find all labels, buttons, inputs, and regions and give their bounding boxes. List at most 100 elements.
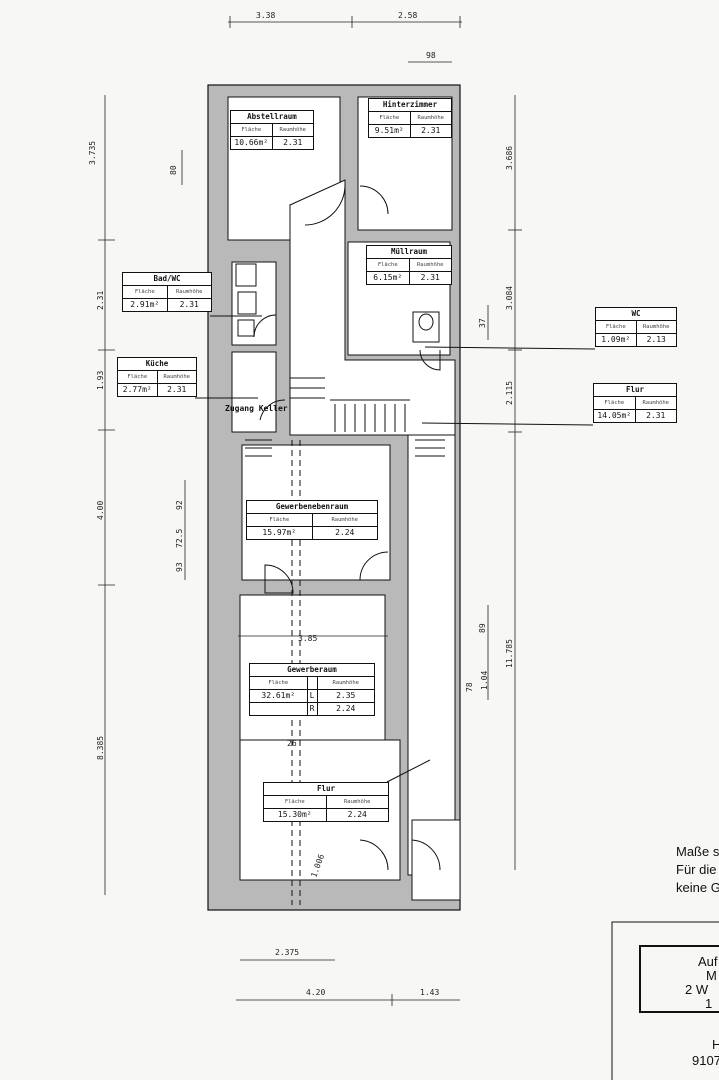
- dimension-label: 89: [478, 623, 487, 633]
- area-header: Fläche: [247, 514, 313, 526]
- title-line-2: M: [706, 968, 717, 983]
- room-name: Müllraum: [367, 246, 451, 259]
- dimension-texts: 3.38 2.58 98 3.735 80 2.31 1.93 4.00 92 72.5 93 8.3…: [88, 11, 514, 997]
- height-header: Raumhöhe: [331, 517, 359, 523]
- title-line-6: 9107: [692, 1053, 719, 1068]
- room-name: Hinterzimmer: [369, 99, 451, 112]
- title-line-1: Auf: [698, 954, 718, 969]
- room-name: Gewerbenebenraum: [247, 501, 377, 514]
- title-line-3: 2 W: [685, 982, 709, 997]
- height-value: 2.24: [347, 810, 367, 819]
- dimension-label: 11.785: [505, 639, 514, 668]
- room-name: Abstellraum: [231, 111, 313, 124]
- room-name: Gewerberaum: [250, 664, 374, 677]
- sanitary-fixtures: [235, 263, 440, 343]
- room-name: WC: [596, 308, 676, 321]
- height-header: Raumhöhe: [417, 115, 445, 121]
- height-header: Raumhöhe: [417, 262, 444, 268]
- height-value: 2.31: [420, 273, 440, 282]
- height-value: 2.13: [646, 335, 666, 344]
- dimension-label: 1.43: [420, 988, 439, 997]
- height-header: Raumhöhe: [163, 374, 191, 380]
- dimension-label: 3.084: [505, 286, 514, 310]
- area-value: 14.05m²: [594, 410, 636, 422]
- area-header: Fläche: [594, 397, 636, 409]
- room-name: Flur: [264, 783, 388, 796]
- height-value: 2.31: [646, 411, 666, 420]
- dimension-label: 2.375: [275, 948, 299, 957]
- height-header: Raumhöhe: [332, 680, 360, 686]
- area-header: Fläche: [264, 796, 327, 808]
- area-value: 6.15m²: [367, 272, 410, 284]
- dimension-label: 37: [478, 318, 487, 328]
- area-header: Fläche: [123, 286, 168, 298]
- area-header: Fläche: [250, 677, 308, 689]
- area-header: Fläche: [596, 321, 637, 333]
- height-value: 2.24: [335, 528, 355, 537]
- room-name: Bad/WC: [123, 273, 211, 286]
- dimension-label: 2.58: [398, 11, 417, 20]
- area-header: Fläche: [369, 112, 411, 124]
- height-header: Raumhöhe: [279, 127, 307, 133]
- height-value: 2.31: [421, 126, 441, 135]
- height-header: Raumhöhe: [642, 400, 670, 406]
- dimension-label: 92: [175, 500, 184, 510]
- area-value: 15.30m²: [264, 809, 327, 821]
- dimension-label: 4.20: [306, 988, 325, 997]
- height-value: 2.31: [283, 138, 303, 147]
- dimension-label: 78: [465, 682, 474, 692]
- area-value: 2.77m²: [118, 384, 158, 396]
- dimension-label: 80: [169, 165, 178, 175]
- area-header: Fläche: [118, 371, 158, 383]
- note-line-1: Maße s: [676, 844, 719, 859]
- area-value: 32.61m²: [250, 690, 308, 702]
- dimension-label: 4.00: [96, 501, 105, 520]
- height-value: 2.31: [167, 385, 187, 394]
- leader-lines: [195, 315, 596, 783]
- dimension-label: 26: [287, 739, 297, 748]
- area-value: 9.51m²: [369, 125, 411, 137]
- room-name: Flur: [594, 384, 676, 397]
- height-value-right: 2.24: [336, 704, 356, 713]
- area-value: 1.09m²: [596, 334, 637, 346]
- area-value: 2.91m²: [123, 299, 168, 311]
- title-line-5: H: [712, 1037, 719, 1052]
- dimension-label: 3.85: [298, 634, 317, 643]
- dimension-label: 1.04: [480, 671, 489, 690]
- stairs: [245, 377, 445, 457]
- dimension-label: 93: [175, 562, 184, 572]
- title-line-4: 1: [705, 996, 713, 1011]
- dimension-label: 1.93: [96, 371, 105, 390]
- height-header: Raumhöhe: [643, 324, 670, 330]
- dimension-label: 98: [426, 51, 436, 60]
- area-header: Fläche: [367, 259, 410, 271]
- note-line-3: keine G: [676, 880, 719, 895]
- dimension-lines: [98, 16, 522, 1006]
- note-line-2: Für die: [676, 862, 717, 877]
- dimension-label: 8.385: [96, 736, 105, 760]
- height-value: 2.31: [179, 300, 199, 309]
- height-header: Raumhöhe: [344, 799, 371, 805]
- title-block-frame: [611, 921, 719, 1080]
- rooms-interior: [227, 96, 461, 901]
- dimension-label: 72.5: [175, 529, 184, 548]
- dimension-label: 2.31: [96, 291, 105, 310]
- area-value: 15.97m²: [247, 527, 313, 539]
- dimension-label: 3.686: [505, 146, 514, 170]
- area-header: Fläche: [231, 124, 273, 136]
- dimension-label: 2.115: [505, 381, 514, 405]
- dimension-label: 3.735: [88, 141, 97, 165]
- dimension-label: 3.38: [256, 11, 275, 20]
- height-value-left: 2.35: [336, 691, 356, 700]
- basement-access-label: Zugang Keller: [225, 404, 288, 413]
- left-marker: L: [308, 690, 318, 702]
